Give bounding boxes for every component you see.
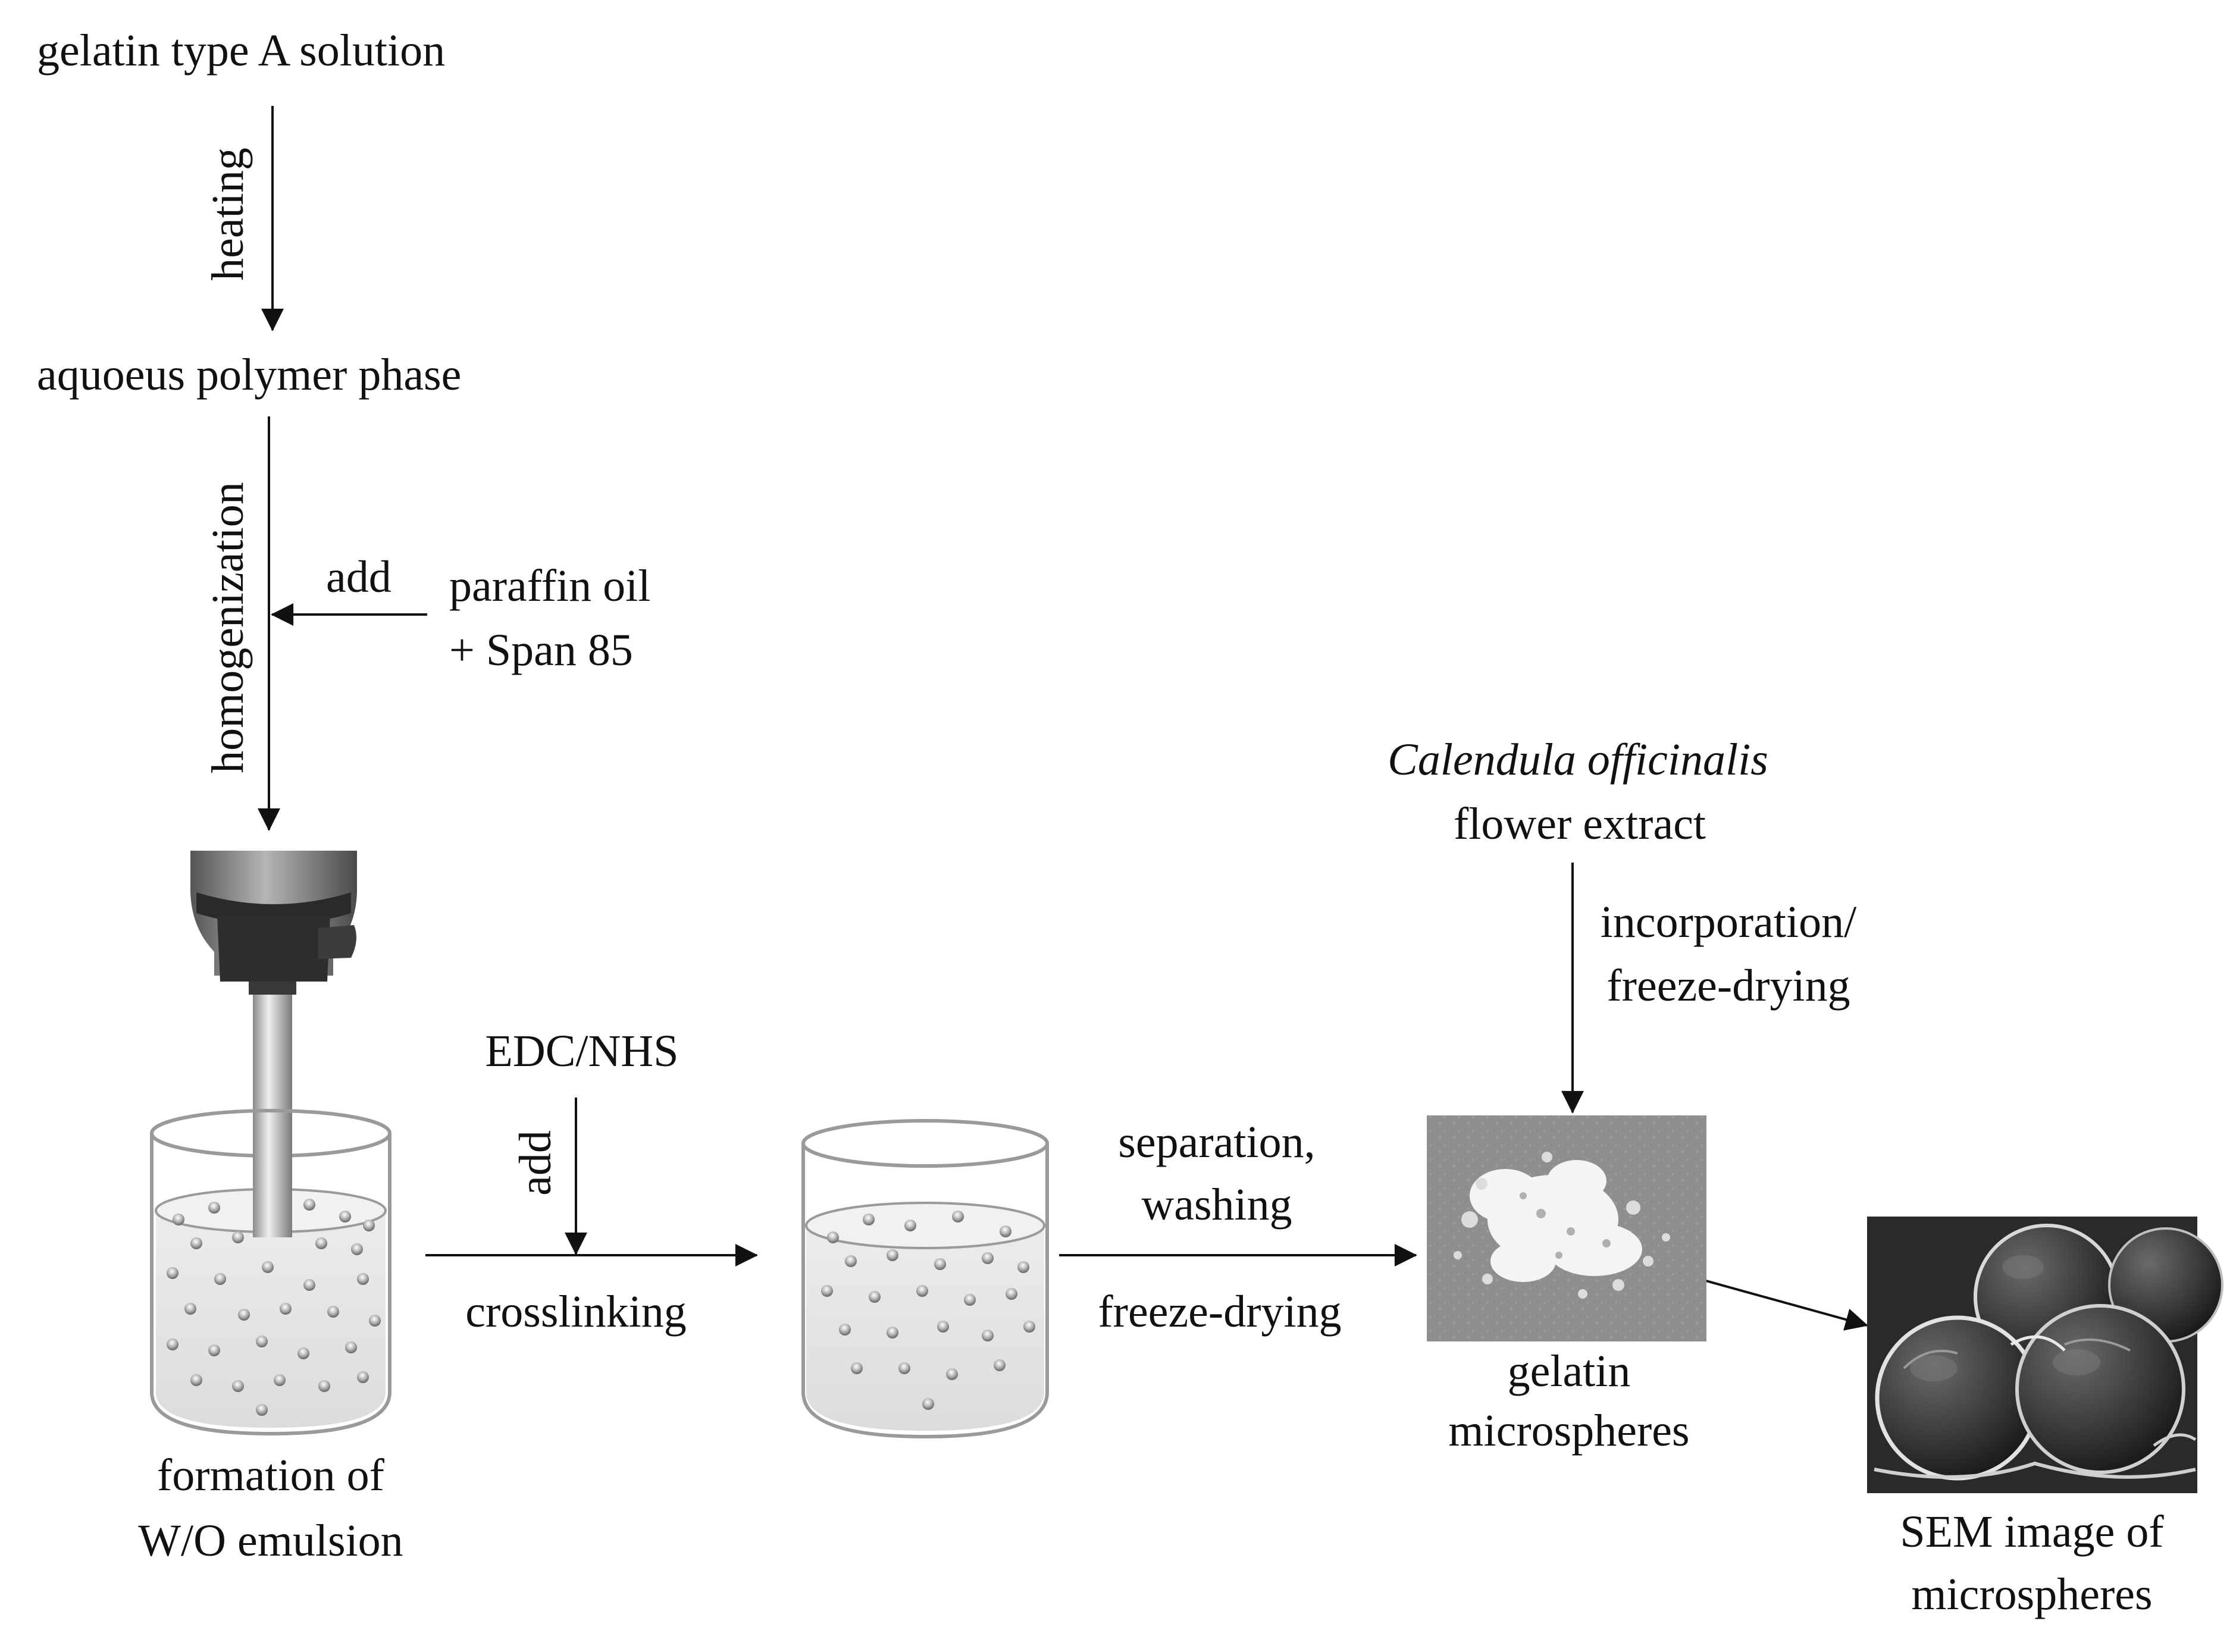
- microsphere-powder-photo: [1427, 1115, 1706, 1341]
- sem-micrograph-photo: [1867, 1217, 2223, 1493]
- step-aqueous-phase: aquoeus polymer phase: [37, 350, 461, 400]
- process-add-crosslinker-label: add: [511, 1130, 560, 1196]
- step-gelatin-solution: gelatin type A solution: [37, 26, 445, 76]
- beaker-crosslinked-icon: [801, 1119, 1049, 1439]
- reagent-span-85: + Span 85: [449, 625, 633, 675]
- reagent-edc-nhs: EDC/NHS: [485, 1026, 678, 1076]
- step-microspheres-line1: gelatin: [1508, 1346, 1631, 1396]
- process-incorporation-freeze-drying-label: freeze-drying: [1606, 961, 1850, 1011]
- step-microspheres-line2: microspheres: [1448, 1406, 1689, 1456]
- process-homogenization-label: homogenization: [203, 482, 253, 773]
- step-sem-line2: microspheres: [1911, 1569, 2152, 1619]
- step-emulsion-line1: formation of: [157, 1450, 385, 1500]
- reagent-flower-extract: flower extract: [1454, 799, 1706, 849]
- process-heating-label: heating: [203, 148, 253, 281]
- process-separation-label: separation,: [1118, 1117, 1315, 1167]
- process-washing-label: washing: [1141, 1180, 1292, 1230]
- process-crosslinking-label: crosslinking: [465, 1287, 687, 1337]
- step-emulsion-line2: W/O emulsion: [138, 1516, 403, 1566]
- process-incorporation-label: incorporation/: [1601, 897, 1857, 947]
- process-add-oil-label: add: [326, 552, 392, 602]
- step-sem-line1: SEM image of: [1900, 1507, 2164, 1557]
- reagent-calendula: Calendula officinalis: [1388, 735, 1768, 785]
- beaker-emulsion-icon: [150, 1109, 392, 1436]
- reagent-paraffin-oil: paraffin oil: [449, 561, 650, 611]
- process-freeze-drying-label: freeze-drying: [1098, 1287, 1341, 1337]
